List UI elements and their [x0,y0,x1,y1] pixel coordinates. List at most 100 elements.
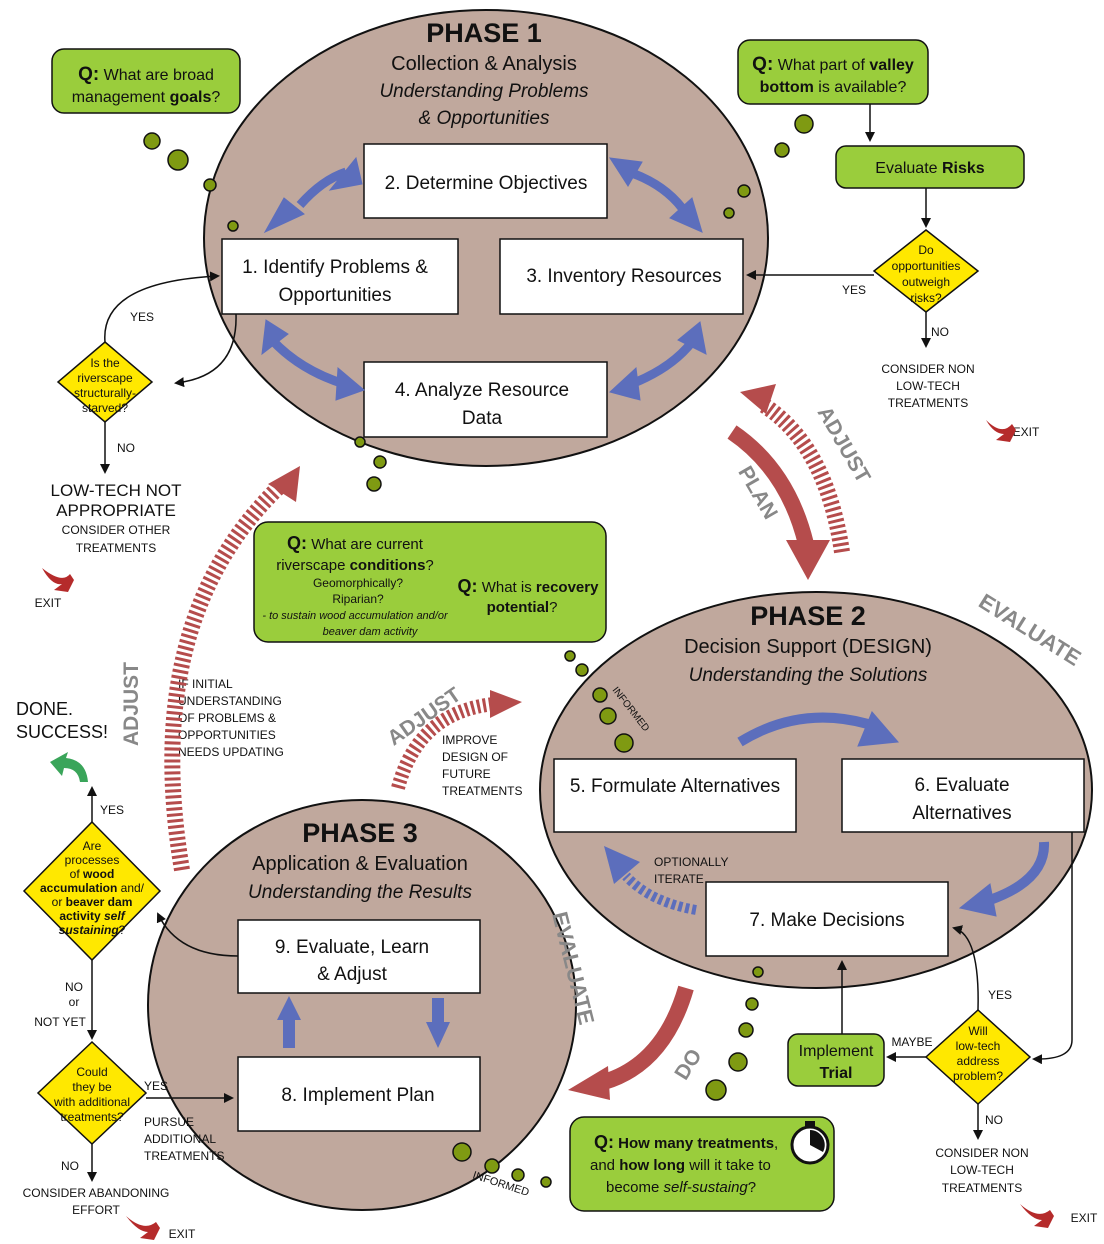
treatments-line-2: and how long will it take to [590,1157,771,1174]
no-label: NO [985,1113,1003,1127]
do-arrow [568,985,694,1100]
no-label: NO [931,325,949,339]
could-text-2: they be [72,1080,112,1094]
consider-nonlow-top-2: LOW-TECH [896,379,960,393]
consider-nonlow-bottom-3: TREATMENTS [942,1181,1022,1195]
conditions-text-2c: ? [425,557,433,574]
phase-1-ellipse [203,9,769,467]
step-1-box[interactable] [221,238,459,315]
will-text-3: address [957,1054,1000,1068]
exit-label: EXIT [1013,425,1040,439]
exit-label: EXIT [35,596,62,610]
starved-text-2: riverscape [77,371,133,385]
opp-text-2: opportunities [892,259,961,273]
conditions-text-1: What are current [311,536,424,553]
step-4-label-2: Data [462,408,503,429]
sust-text-4b: and/ [117,881,144,895]
consider-nonlow-bottom-1: CONSIDER NON [935,1146,1028,1160]
yes-label: YES [100,803,124,817]
conditions-question-box [253,521,607,643]
goals-question-line-2: management goals? [72,89,221,106]
treatments-line-1: Q: How many treatments, [594,1132,778,1152]
will-text-2: low-tech [956,1039,1001,1053]
q-label: Q: [752,54,773,75]
phase-1-cycle-arrows [261,156,707,401]
no-label: NO [65,980,83,994]
no-label: NO [61,1159,79,1173]
optionally-iterate-arrow [604,846,697,915]
sust-text-4a: accumulation [40,881,117,895]
step-2-label: 2. Determine Objectives [385,173,588,194]
recovery-text-1b: recovery [536,579,599,596]
step-9-label-1: 9. Evaluate, Learn [275,937,429,958]
step-6-label-2: Alternatives [912,803,1011,824]
step-5-label: 5. Formulate Alternatives [570,776,780,797]
will-text-1: Will [968,1024,987,1038]
adjust-arrow-middle [391,690,522,790]
if-initial-1: IF INITIAL [178,677,233,691]
phase-3-cycle-arrows [277,996,450,1048]
sust-text-7b: ? [119,923,126,937]
treatments-question-box [569,1116,835,1212]
evaluate-risks-box[interactable] [835,145,1025,189]
evaluate-risks-text-b: Risks [942,160,985,177]
step-8-box[interactable] [237,1056,481,1132]
phase-2-title: PHASE 2 [750,601,866,631]
phase-2-cycle-arrows [737,711,1050,917]
treatments-text-2b: how long [619,1157,685,1174]
dot-trail-informed-phase3 [452,1142,552,1188]
step-3-label: 3. Inventory Resources [526,266,721,287]
evaluate-risks-text-a: Evaluate [875,160,942,177]
done-label-2: SUCCESS! [16,722,108,742]
recovery-text-2b: ? [549,599,557,616]
step-7-box[interactable] [705,881,949,957]
no-label: NO [117,441,135,455]
adjust-arrow-left [164,466,300,872]
step-3-box[interactable] [499,238,744,315]
conditions-line-1: Q: What are current [287,533,424,553]
treatments-text-2a: and [590,1157,619,1174]
maybe-label: MAYBE [891,1035,932,1049]
step-8-label: 8. Implement Plan [281,1085,434,1106]
q-label: Q: [78,64,99,85]
treatments-text-3c: ? [748,1179,756,1196]
if-initial-2: UNDERSTANDING [178,694,282,708]
step-4-box[interactable] [363,361,608,438]
phase-2-ellipse [539,591,1093,989]
phase-2-subtitle: Decision Support (DESIGN) [684,636,932,658]
valley-question-box [737,39,929,105]
sust-text-5b: beaver dam [66,895,133,909]
valley-question-line-2: bottom is available? [760,79,907,96]
pursue-label-2: ADDITIONAL [144,1132,216,1146]
consider-other-1: CONSIDER OTHER [62,523,171,537]
goals-text-2b: goals [170,89,212,106]
treatments-line-3: become self-sustaing? [606,1179,756,1196]
step-2-box[interactable] [363,143,608,219]
step-5-box[interactable] [553,758,797,833]
implement-trial-label-1: Implement [799,1043,874,1060]
plan-arrow [727,425,830,580]
if-initial-4: OPPORTUNITIES [178,728,276,742]
sust-text-2: processes [65,853,120,867]
connector-lines [87,104,1073,1182]
sust-text-3b: wood [82,867,114,881]
step-9-box[interactable] [237,919,481,994]
exit-label: EXIT [169,1227,196,1241]
dot-trail-conditions [354,436,387,492]
adjust-label-left: ADJUST [120,662,143,746]
step-1-label-2: Opportunities [278,285,391,306]
step-6-box[interactable] [841,758,1085,833]
implement-trial-box[interactable] [787,1033,885,1087]
valley-question-line-1: Q: What part of valley [752,54,914,75]
treatments-text-1a: How many treatments [618,1135,774,1152]
step-4-label-1: 4. Analyze Resource [395,380,569,401]
sust-text-5a: or [52,895,66,909]
lowtech-not-2: APPROPRIATE [56,501,176,520]
phase-1-subtitle: Collection & Analysis [391,53,577,75]
starved-text-1: Is the [90,356,120,370]
evaluate-risks-label: Evaluate Risks [875,160,985,177]
conditions-line-6: beaver dam activity [323,626,419,638]
conditions-text-2b: conditions [350,557,426,574]
